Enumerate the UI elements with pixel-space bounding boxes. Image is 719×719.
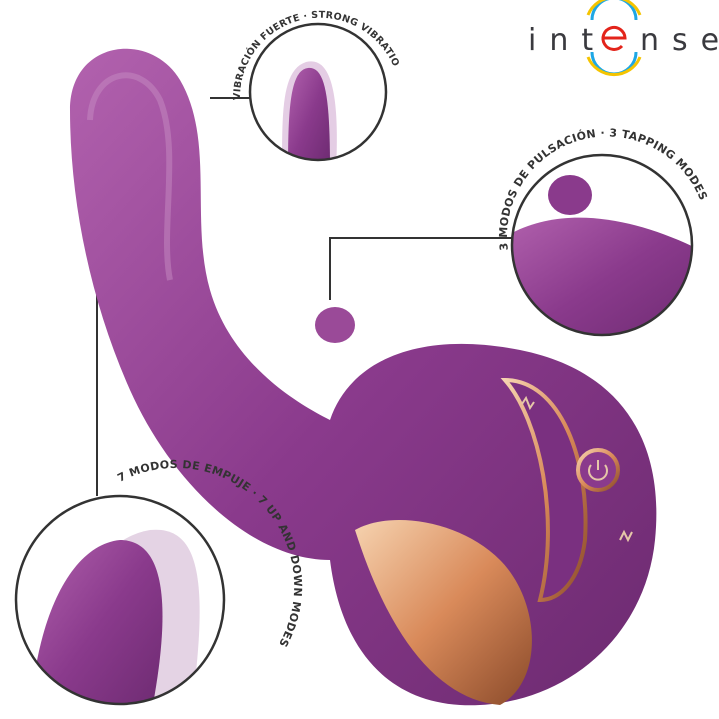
brand-logo: int nse (528, 0, 719, 77)
control-panel (500, 377, 588, 603)
svg-text:int: int (528, 23, 606, 58)
connector-lines (96, 97, 512, 496)
detail-thrust (14, 494, 226, 706)
connector-line-tapping (329, 237, 512, 300)
device-body (70, 48, 657, 706)
detail-vibration (248, 22, 388, 162)
tapping-head (315, 307, 355, 343)
svg-text:nse: nse (640, 23, 719, 58)
detail-tapping (510, 153, 694, 337)
gold-handle (355, 520, 532, 705)
vibration-icon (521, 395, 535, 411)
thrust-icon (619, 529, 633, 543)
